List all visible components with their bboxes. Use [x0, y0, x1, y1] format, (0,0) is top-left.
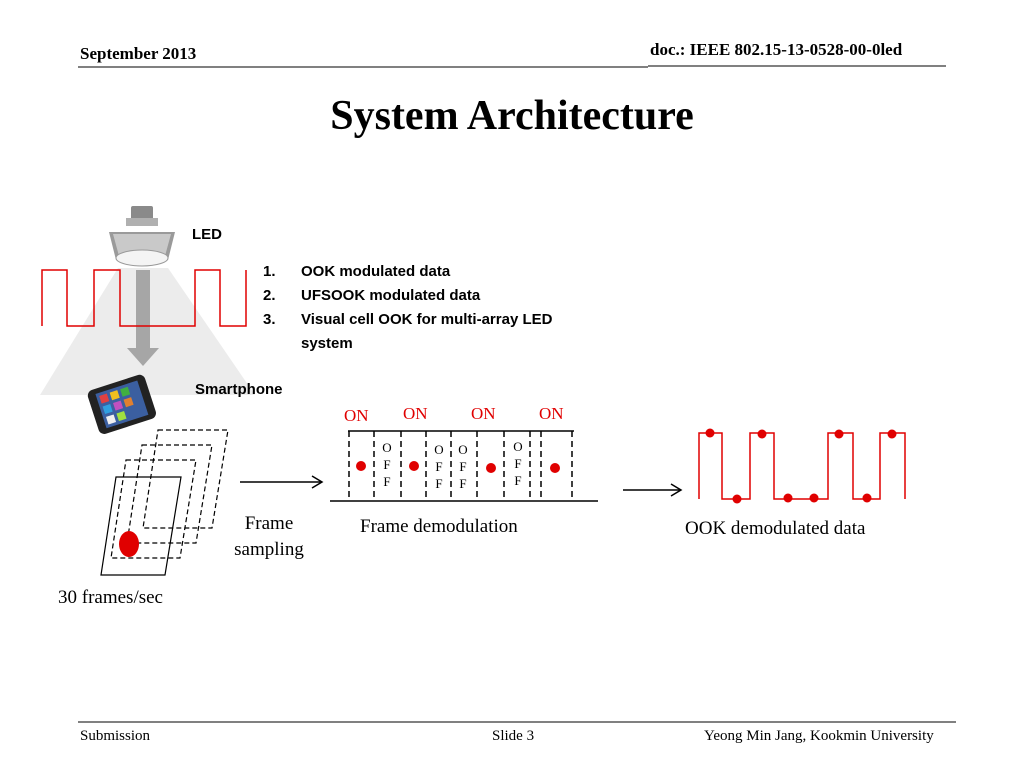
off-label: O F F [456, 441, 470, 492]
led-ook-waveform [41, 269, 247, 327]
demod-sample-dots [705, 428, 897, 504]
sample-dot [887, 429, 897, 439]
frame-sampling-line: sampling [234, 539, 304, 560]
frame-demodulation-strip [330, 430, 598, 502]
list-item: 2. UFSOOK modulated data [263, 284, 593, 308]
footer-slide-number: Slide 3 [492, 728, 535, 744]
header-doc-id: doc.: IEEE 802.15-13-0528-00-0led [650, 40, 903, 59]
off-letter: F [459, 459, 467, 474]
sample-dot [705, 428, 715, 438]
frame-sampling-label: Frame sampling [226, 511, 312, 563]
frame-spot [119, 531, 139, 557]
sample-dot [757, 429, 767, 439]
list-number: 1. [263, 263, 276, 280]
on-dot [356, 461, 366, 471]
frames-per-sec-label: 30 frames/sec [58, 587, 163, 608]
on-label: ON [403, 404, 428, 423]
sample-dot [783, 493, 793, 503]
page-title: System Architecture [330, 93, 694, 139]
list-item: 3. Visual cell OOK for multi-array LED sy… [263, 308, 593, 356]
on-dots [356, 461, 560, 473]
off-letter: F [459, 476, 467, 491]
on-dot [486, 463, 496, 473]
frame-3 [126, 444, 213, 544]
off-label: O F F [380, 439, 394, 490]
ook-demodulated-waveform [698, 432, 906, 500]
down-arrow-icon [127, 270, 159, 366]
off-letter: F [435, 459, 443, 474]
smartphone-icon [87, 374, 156, 434]
list-text: UFSOOK modulated data [301, 287, 481, 304]
list-item: 1. OOK modulated data [263, 260, 593, 284]
off-letter: F [383, 457, 391, 472]
sample-dot [732, 494, 742, 504]
list-text: OOK modulated data [301, 263, 451, 280]
on-label: ON [539, 404, 564, 423]
frame-2 [110, 459, 197, 559]
off-letter: F [514, 456, 522, 471]
on-label: ON [471, 404, 496, 423]
footer-submission: Submission [80, 728, 151, 744]
list-text: Visual cell OOK for multi-array LED syst… [301, 311, 553, 352]
frame-stack [100, 429, 229, 576]
off-letter: O [382, 440, 392, 455]
sample-dot [834, 429, 844, 439]
smartphone-label: Smartphone [195, 381, 283, 398]
sample-dot [809, 493, 819, 503]
off-letter: F [435, 476, 443, 491]
arrow-right-icon-2 [623, 483, 683, 497]
arrow-right-icon-1 [240, 475, 324, 489]
off-letter: O [458, 442, 468, 457]
off-letter: F [514, 473, 522, 488]
frame-sampling-line: Frame [244, 513, 294, 534]
frame-demodulation-label: Frame demodulation [360, 516, 518, 537]
on-dot [550, 463, 560, 473]
off-label: O F F [432, 441, 446, 492]
header-date: September 2013 [80, 44, 197, 63]
led-label: LED [192, 226, 222, 243]
on-dot [409, 461, 419, 471]
ook-demodulated-label: OOK demodulated data [685, 518, 866, 539]
modulation-list: 1. OOK modulated data 2. UFSOOK modulated … [263, 260, 593, 356]
list-number: 2. [263, 287, 276, 304]
off-label: O F F [511, 438, 525, 489]
sample-dot [862, 493, 872, 503]
footer-author: Yeong Min Jang, Kookmin University [704, 728, 934, 744]
on-label: ON [344, 406, 369, 425]
off-letter: O [434, 442, 444, 457]
off-letter: F [383, 474, 391, 489]
off-letter: O [513, 439, 523, 454]
list-number: 3. [263, 311, 276, 328]
frame-1 [100, 476, 182, 576]
led-lamp-icon [109, 206, 175, 267]
frame-4 [142, 429, 229, 529]
